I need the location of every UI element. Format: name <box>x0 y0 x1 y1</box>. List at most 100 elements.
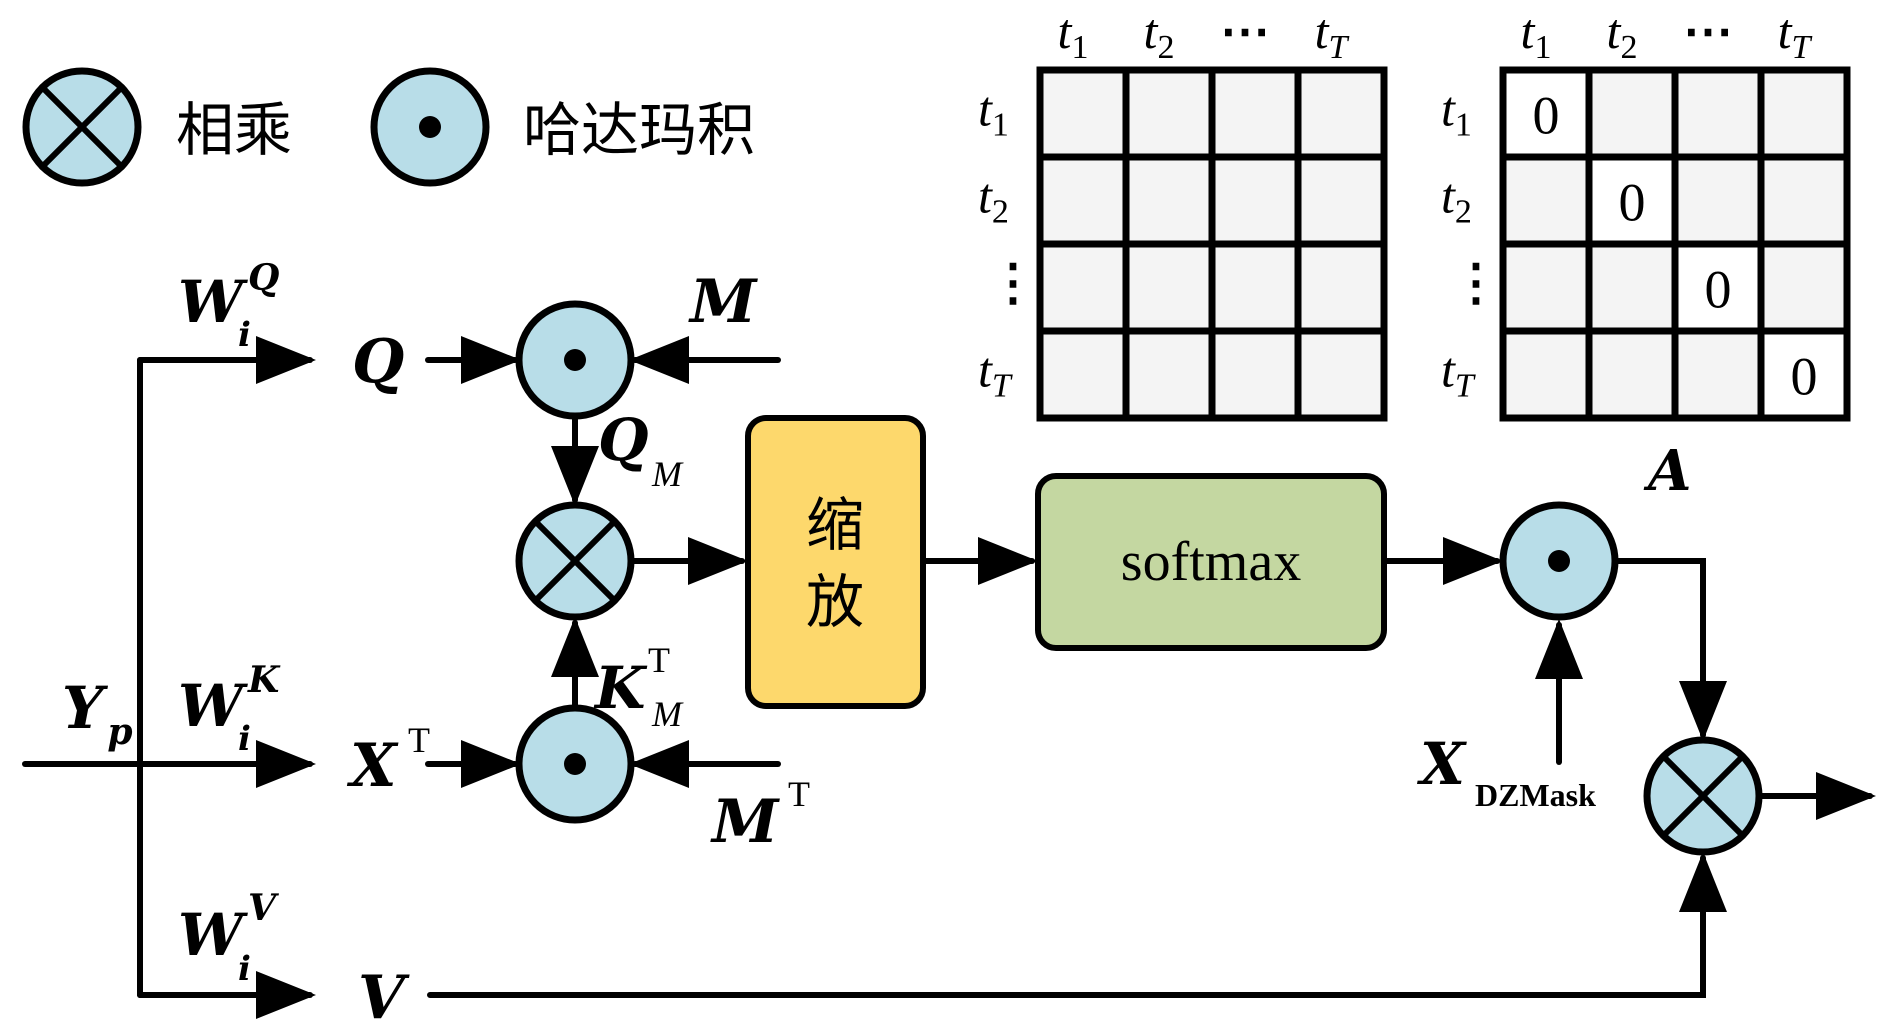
matrix-cell <box>1294 153 1388 248</box>
svg-text:X: X <box>346 731 399 801</box>
hadamard-node-k <box>515 704 635 824</box>
svg-text:K: K <box>593 654 648 722</box>
legend-multiply-label: 相乘 <box>176 96 292 164</box>
col-label: t1 <box>1521 3 1552 66</box>
matrix-cell <box>1671 66 1765 161</box>
label-qm: Q M <box>598 406 684 494</box>
col-label: ⋯ <box>1220 3 1270 59</box>
matrix-cell <box>1208 240 1302 335</box>
diag-zero: 0 <box>1533 86 1560 146</box>
scale-label-1: 缩 <box>806 491 864 559</box>
svg-text:T: T <box>408 720 430 760</box>
matrix-cell <box>1499 66 1593 161</box>
svg-text:W: W <box>178 268 248 336</box>
svg-text:V: V <box>248 887 279 929</box>
col-label: t1 <box>1058 3 1089 66</box>
matrix-cell <box>1671 327 1765 422</box>
matrix-cell <box>1294 240 1388 335</box>
row-label: t2 <box>978 168 1009 231</box>
input-lines <box>22 336 316 1019</box>
legend: 相乘 哈达玛积 <box>22 67 755 187</box>
label-a: A <box>1643 438 1691 504</box>
svg-text:W: W <box>178 901 248 969</box>
row-label: ⋮ <box>1451 255 1501 311</box>
matrix-cell <box>1208 327 1302 422</box>
label-wv: W V i <box>178 887 279 989</box>
diag-zero: 0 <box>1619 173 1646 233</box>
col-label: tT <box>1778 3 1813 66</box>
label-xdzmask: X DZMask <box>1416 730 1596 813</box>
matrix-cell <box>1499 327 1593 422</box>
matrix-cell <box>1122 240 1216 335</box>
diag-zero: 0 <box>1705 260 1732 320</box>
hadamard-node-mask <box>1499 501 1619 621</box>
svg-text:T: T <box>648 640 670 680</box>
matrix-cell <box>1757 240 1851 335</box>
softmax-block: softmax <box>1035 473 1387 651</box>
row-label: tT <box>1441 342 1476 405</box>
matrix-cell <box>1122 153 1216 248</box>
label-v: V <box>358 963 410 1023</box>
label-m: M <box>688 267 758 337</box>
matrix-mask: t1 t2 ⋯ tT t1 t2 ⋮ tT <box>978 3 1388 422</box>
svg-text:Q: Q <box>598 406 649 474</box>
matrix-cell <box>1208 153 1302 248</box>
matrix-cell <box>1036 66 1130 161</box>
label-q: Q <box>352 327 404 397</box>
matrix-cell <box>1294 66 1388 161</box>
multiply-node-output <box>1643 736 1763 856</box>
col-label: ⋯ <box>1683 3 1733 59</box>
row-label: tT <box>978 342 1013 405</box>
row-label: t1 <box>978 81 1009 144</box>
svg-text:Q: Q <box>248 257 279 299</box>
hadamard-node-q <box>515 300 635 420</box>
diag-zero: 0 <box>1791 347 1818 407</box>
multiply-icon <box>22 67 142 187</box>
matrix-cell <box>1036 240 1130 335</box>
legend-hadamard-label: 哈达玛积 <box>523 96 755 164</box>
svg-text:i: i <box>238 315 251 355</box>
label-wq: W Q i <box>178 257 279 355</box>
scale-label-2: 放 <box>806 568 864 636</box>
row-label: ⋮ <box>988 255 1038 311</box>
matrix-cell <box>1585 240 1679 335</box>
row-label: t2 <box>1441 168 1472 231</box>
label-wk: W K i <box>178 659 281 759</box>
matrix-cell <box>1036 153 1130 248</box>
svg-text:M: M <box>651 454 684 494</box>
softmax-label: softmax <box>1121 531 1301 593</box>
matrix-cell <box>1208 66 1302 161</box>
label-km: K T M <box>593 640 684 734</box>
matrix-cell <box>1122 66 1216 161</box>
svg-text:W: W <box>178 672 248 740</box>
matrix-cell <box>1757 153 1851 248</box>
matrix-cell <box>1499 240 1593 335</box>
label-mt: M T <box>710 774 810 857</box>
matrix-cell <box>1122 327 1216 422</box>
col-label: t2 <box>1607 3 1638 66</box>
matrix-cell <box>1757 327 1851 422</box>
matrix-cell <box>1585 66 1679 161</box>
multiply-node-scores <box>515 501 635 621</box>
hadamard-icon <box>370 67 490 187</box>
svg-text:K: K <box>247 659 281 701</box>
col-label: t2 <box>1144 3 1175 66</box>
scale-block: 缩 放 <box>745 415 926 709</box>
svg-text:M: M <box>710 787 780 857</box>
svg-text:i: i <box>238 949 251 989</box>
col-label: tT <box>1315 3 1350 66</box>
matrix-cell <box>1294 327 1388 422</box>
matrix-cell <box>1757 66 1851 161</box>
label-xt: X T <box>346 720 430 801</box>
matrix-cell <box>1585 327 1679 422</box>
matrix-cell <box>1671 153 1765 248</box>
svg-text:T: T <box>788 774 810 814</box>
svg-text:DZMask: DZMask <box>1475 777 1596 813</box>
matrix-cell <box>1036 327 1130 422</box>
matrix-cell <box>1499 153 1593 248</box>
row-label: t1 <box>1441 81 1472 144</box>
